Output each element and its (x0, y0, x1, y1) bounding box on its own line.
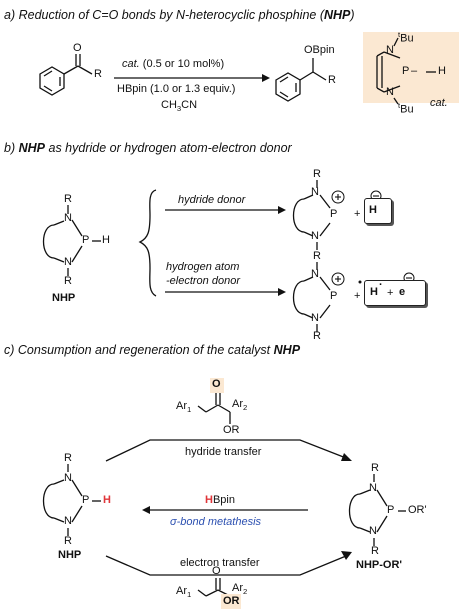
section-b-title: b) NHP as hydride or hydrogen atom-elect… (4, 141, 292, 155)
nhp-c-h: H (103, 494, 111, 506)
catalyst-n-top: N (386, 44, 394, 56)
label-hydride-donor: hydride donor (178, 194, 246, 206)
radical-n-bottom: N (311, 312, 319, 324)
catalyst-dash: – (411, 65, 418, 77)
electron: e (399, 286, 406, 298)
plus-bottom: + (354, 290, 361, 302)
section-a-title: a) Reduction of C=O bonds by N-heterocyc… (4, 8, 355, 22)
nhp-b-r-bottom: R (64, 275, 72, 287)
catalyst-loading: cat. (0.5 or 10 mol%) (122, 58, 225, 70)
top-ketone-ar1: Ar1 (176, 400, 192, 415)
radical-p: P (330, 290, 338, 302)
plus-inner: + (387, 287, 394, 299)
arrow-hydride-transfer (105, 439, 347, 462)
phosphenium-n-bottom: N (311, 230, 319, 242)
nhp-c-r-top: R (64, 452, 72, 464)
arrow-electron-transfer (105, 555, 347, 576)
nhp-or-label: NHP-OR' (356, 559, 403, 571)
catalyst-n-bottom: N (386, 86, 394, 98)
catalyst-tbu-top: tBu (398, 30, 414, 45)
bottom-ketone-ar1: Ar1 (176, 585, 192, 600)
nhp-c-n-top: N (64, 472, 72, 484)
product-benzene-ring (275, 72, 301, 102)
label-ha-donor-1: hydrogen atom (166, 261, 240, 273)
phosphenium-n-top: N (311, 186, 319, 198)
phosphenium-r-bottom: R (313, 250, 321, 262)
bottom-ketone-o: O (212, 565, 221, 577)
ketone-oxygen: O (73, 42, 82, 54)
nhp-c-label: NHP (58, 549, 82, 561)
nhp-c-p: P (82, 494, 90, 506)
top-ketone-o: O (212, 378, 221, 390)
reagent-hbpin: HBpin (1.0 or 1.3 equiv.) (117, 83, 236, 95)
nhp-b-h: H (102, 234, 110, 246)
radical-n-top: N (311, 268, 319, 280)
nhp-b-n-top: N (64, 212, 72, 224)
bottom-ketone-ar2: Ar2 (232, 582, 248, 597)
radical-r-bottom: R (313, 330, 321, 342)
catalyst-h: H (438, 65, 446, 77)
product-obpin: OBpin (304, 44, 335, 56)
product-r: R (328, 74, 336, 86)
nhp-or-n-bottom: N (369, 525, 377, 537)
nhp-b-r-top: R (64, 193, 72, 205)
catalyst-tbu-bottom: tBu (398, 101, 414, 116)
catalyst-highlight-box (363, 32, 459, 103)
nhp-b-n-bottom: N (64, 256, 72, 268)
top-ketone-or: OR (223, 424, 240, 436)
plus-top: + (354, 208, 361, 220)
label-ha-donor-2: -electron donor (166, 275, 240, 287)
nhp-b-p: P (82, 234, 90, 246)
h-atom-electron-box (364, 280, 426, 306)
label-hbpin: HBpin (205, 494, 235, 506)
label-sigma-bond-metathesis: σ-bond metathesis (170, 516, 262, 528)
nhp-or-or-prime: OR' (408, 504, 427, 516)
phosphenium-r-top: R (313, 168, 321, 180)
catalyst-cat-label: cat. (430, 97, 448, 109)
solvent: CH3CN (161, 99, 198, 114)
nhp-c-r-bottom: R (64, 535, 72, 547)
brace (138, 189, 157, 297)
ketone-benzene-ring (39, 66, 65, 96)
top-ketone-ar2: Ar2 (232, 398, 248, 413)
phosphenium-p: P (330, 208, 338, 220)
nhp-b-label: NHP (52, 292, 76, 304)
hydride-h: H (369, 204, 377, 216)
nhp-or-p: P (387, 504, 395, 516)
radical-dot: · (379, 279, 383, 291)
ketone-r: R (94, 68, 102, 80)
label-electron-transfer: electron transfer (180, 557, 260, 569)
h-atom: H (370, 286, 378, 298)
label-hydride-transfer: hydride transfer (185, 446, 262, 458)
hydride-box (364, 198, 392, 224)
bottom-ketone-or: OR (223, 595, 240, 607)
nhp-or-r-bottom: R (371, 545, 379, 557)
top-ketone-o-highlight (210, 378, 224, 393)
section-c-title: c) Consumption and regeneration of the c… (4, 343, 301, 357)
bottom-ketone-or-highlight (221, 594, 241, 609)
nhp-or-n-top: N (369, 482, 377, 494)
catalyst-p: P (402, 65, 410, 77)
nhp-c-n-bottom: N (64, 515, 72, 527)
nhp-or-r-top: R (371, 462, 379, 474)
